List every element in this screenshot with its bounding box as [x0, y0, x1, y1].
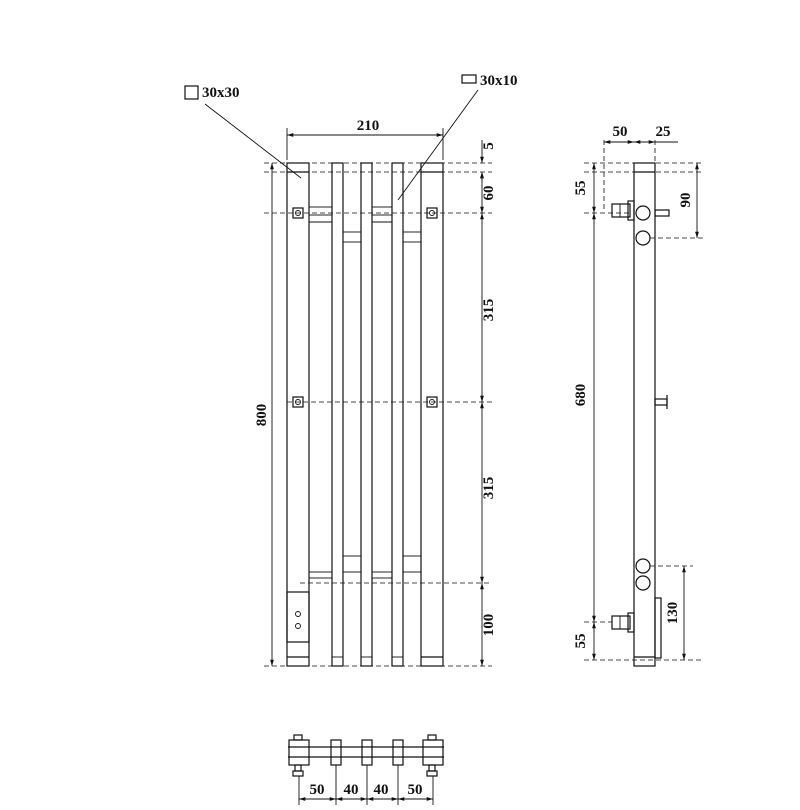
dim-top-gap: 5 [481, 142, 497, 150]
side-view: 50 25 55 90 680 130 55 [573, 124, 703, 667]
profile-rect-icon [461, 74, 477, 84]
bottom-inner-bar-1 [330, 739, 342, 766]
inner-bar-2 [360, 162, 373, 667]
bottom-view: 50 40 40 50 [288, 734, 444, 805]
inner-bar-1 [331, 162, 344, 667]
dim-bottom-offset: 100 [481, 614, 497, 637]
inner-bar-3 [391, 162, 404, 667]
dim-center-distance: 680 [573, 384, 589, 407]
side-control-box [654, 597, 662, 659]
dim-width: 210 [357, 118, 380, 134]
dim-bottom-mount: 55 [573, 634, 589, 649]
profile-square-icon [184, 85, 199, 100]
dim-top-offset: 60 [481, 186, 497, 201]
dim-bottom-spacing-2: 40 [344, 782, 359, 798]
bottom-inner-bar-3 [392, 739, 404, 766]
dim-bottom-spacing-1: 50 [310, 782, 325, 798]
dim-height: 800 [254, 404, 270, 427]
dim-bottom-spacing-3: 40 [374, 782, 389, 798]
profile-big-label: 30x30 [202, 85, 240, 101]
dim-span-upper: 315 [481, 299, 497, 322]
dim-top-height: 90 [678, 193, 694, 208]
front-view: 210 800 5 60 315 315 100 30x30 30x10 [184, 73, 518, 667]
dim-depth-right: 25 [656, 124, 671, 140]
dim-bottom-spacing-4: 50 [408, 782, 423, 798]
bottom-right-tube [422, 739, 444, 766]
dim-bottom-height: 130 [665, 602, 681, 625]
dim-depth-left: 50 [613, 124, 628, 140]
control-box [286, 591, 310, 643]
dim-top-mount: 55 [573, 181, 589, 196]
left-outer-tube [286, 162, 310, 667]
profile-small-label: 30x10 [480, 73, 518, 89]
bottom-left-tube [288, 739, 310, 766]
dim-span-lower: 315 [481, 477, 497, 500]
bottom-inner-bar-2 [361, 739, 373, 766]
right-outer-tube [420, 162, 444, 667]
